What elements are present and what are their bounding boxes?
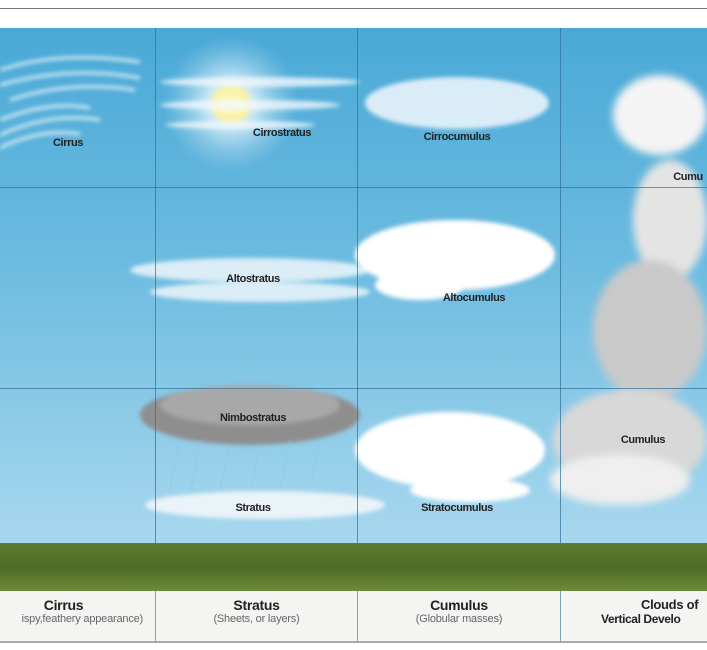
rain xyxy=(169,439,321,496)
label-cirrostratus: Cirrostratus xyxy=(252,127,312,139)
footer-vertical-development: Clouds of Vertical Develo xyxy=(561,591,707,641)
row-divider xyxy=(0,388,707,389)
stratocumulus-cloud xyxy=(355,412,545,502)
label-cumulonimbus: Cumu xyxy=(673,171,703,183)
column-divider xyxy=(155,28,156,593)
top-rule xyxy=(0,8,707,9)
label-altocumulus: Altocumulus xyxy=(442,292,506,304)
label-stratus: Stratus xyxy=(235,502,271,514)
footer-title: Clouds of xyxy=(641,597,699,612)
footer-subtitle: ispy,feathery appearance) xyxy=(21,613,144,625)
footer-subtitle: Vertical Develo xyxy=(601,612,681,626)
column-divider xyxy=(357,28,358,593)
label-cirrus: Cirrus xyxy=(53,137,83,149)
footer-title: Stratus xyxy=(233,597,280,613)
nimbostratus-cloud xyxy=(140,385,360,445)
footer-cirrus: Cirrus ispy,feathery appearance) xyxy=(0,591,156,641)
footer-subtitle: (Sheets, or layers) xyxy=(213,613,300,625)
footer-title: Cirrus xyxy=(43,597,84,613)
label-cirrocumulus: Cirrocumulus xyxy=(423,131,491,143)
grass-ground xyxy=(0,543,707,591)
cirrocumulus-cloud xyxy=(365,77,549,129)
altostratus-cloud xyxy=(130,258,370,302)
cumulonimbus-cloud xyxy=(550,75,707,505)
altocumulus-cloud xyxy=(355,220,555,300)
label-cumulus: Cumulus xyxy=(620,434,666,446)
footer-cumulus: Cumulus (Globular masses) xyxy=(358,591,561,641)
row-divider xyxy=(0,187,707,188)
label-altostratus: Altostratus xyxy=(226,273,280,285)
stratus-cloud xyxy=(145,491,385,519)
label-nimbostratus: Nimbostratus xyxy=(219,412,287,424)
column-divider xyxy=(560,28,561,593)
label-stratocumulus: Stratocumulus xyxy=(421,502,493,514)
footer-title: Cumulus xyxy=(430,597,488,613)
footer-subtitle: (Globular masses) xyxy=(415,613,503,625)
cirrus-cloud xyxy=(0,56,141,150)
category-footer: Cirrus ispy,feathery appearance) Stratus… xyxy=(0,591,707,643)
cirrostratus-cloud xyxy=(160,77,360,129)
footer-stratus: Stratus (Sheets, or layers) xyxy=(156,591,358,641)
